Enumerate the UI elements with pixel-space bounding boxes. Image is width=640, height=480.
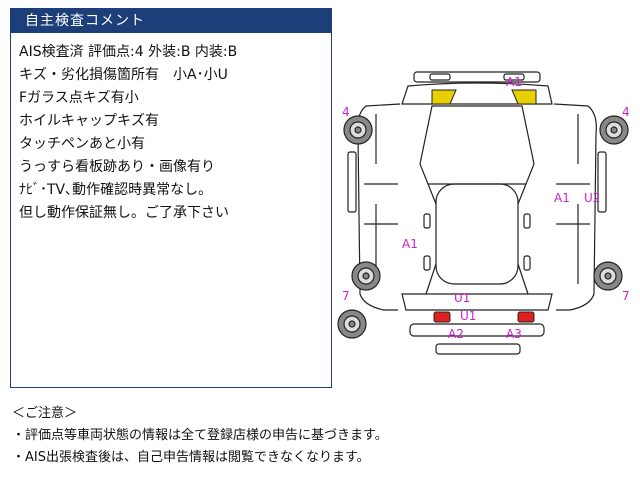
notice-line-2: ・AIS出張検査後は、自己申告情報は閲覧できなくなります。 bbox=[12, 450, 370, 465]
comment-line-6: うっすら看板跡あり・画像有り bbox=[19, 159, 215, 175]
mark-front-bumper: A1 bbox=[506, 75, 522, 89]
rear-lamp-damage-highlight bbox=[433, 311, 451, 323]
car-damage-diagram: A1 4 4 A1 U2 A1 7 7 U1 U1 A2 A3 bbox=[337, 71, 630, 355]
hood-outline bbox=[401, 82, 553, 105]
rear-bumper-outline bbox=[409, 323, 545, 337]
front-bumper-outline bbox=[413, 71, 541, 83]
comment-line-4: ホイルキャップキズ有 bbox=[19, 113, 159, 129]
comment-list: AIS検査済 評価点:4 外装:B 内装:B キズ・劣化損傷箇所有 小A･小U … bbox=[11, 33, 331, 225]
front-glass-outline bbox=[419, 105, 535, 185]
rear-lamp-damage-highlight bbox=[517, 311, 535, 323]
windshield-damage-highlight bbox=[431, 89, 457, 105]
spare-tire bbox=[337, 309, 367, 339]
notice-heading: ＜ご注意＞ bbox=[12, 406, 78, 421]
mark-rear-lamp: U1 bbox=[460, 309, 476, 323]
notice-section: ＜ご注意＞ ・評価点等車両状態の情報は全て登録店様の申告に基づきます。 ・AIS… bbox=[12, 403, 388, 469]
comment-line-8: 但し動作保証無し。ご了承下さい bbox=[19, 205, 229, 221]
mark-left-front-tire: 4 bbox=[342, 105, 350, 119]
comment-line-7: ﾅﾋﾞ･TV､動作確認時異常なし。 bbox=[19, 182, 213, 198]
mark-rear-bumper-right: A3 bbox=[506, 327, 522, 341]
mark-rear-bumper-left: A2 bbox=[448, 327, 464, 341]
comment-line-5: タッチペンあと小有 bbox=[19, 136, 145, 152]
notice-line-1: ・評価点等車両状態の情報は全て登録店様の申告に基づきます。 bbox=[12, 428, 388, 443]
windshield-damage-highlight bbox=[511, 89, 537, 105]
panel-title: 自主検査コメント bbox=[11, 9, 331, 33]
comment-line-3: Fガラス点キズ有小 bbox=[19, 90, 139, 106]
mark-right-doors-a: A1 bbox=[554, 191, 570, 205]
tire-front-right bbox=[599, 115, 629, 145]
tire-rear-right bbox=[593, 261, 623, 291]
tire-front-left bbox=[343, 115, 373, 145]
mark-tailgate: U1 bbox=[454, 291, 470, 305]
inspection-comment-panel: 自主検査コメント AIS検査済 評価点:4 外装:B 内装:B キズ・劣化損傷箇… bbox=[10, 8, 332, 388]
right-side-outline bbox=[553, 103, 597, 311]
tire-rear-left bbox=[351, 261, 381, 291]
left-side-outline bbox=[357, 103, 401, 311]
tailgate-outline bbox=[401, 293, 553, 311]
roof-outline bbox=[435, 183, 519, 285]
mark-right-doors-u: U2 bbox=[584, 191, 600, 205]
mark-left-body: A1 bbox=[402, 237, 418, 251]
mark-right-front-tire: 4 bbox=[622, 105, 630, 119]
mark-left-rear-tire: 7 bbox=[342, 289, 350, 303]
comment-line-1: AIS検査済 評価点:4 外装:B 内装:B bbox=[19, 44, 238, 60]
comment-line-2: キズ・劣化損傷箇所有 小A･小U bbox=[19, 67, 228, 83]
mark-right-rear-tire: 7 bbox=[622, 289, 630, 303]
